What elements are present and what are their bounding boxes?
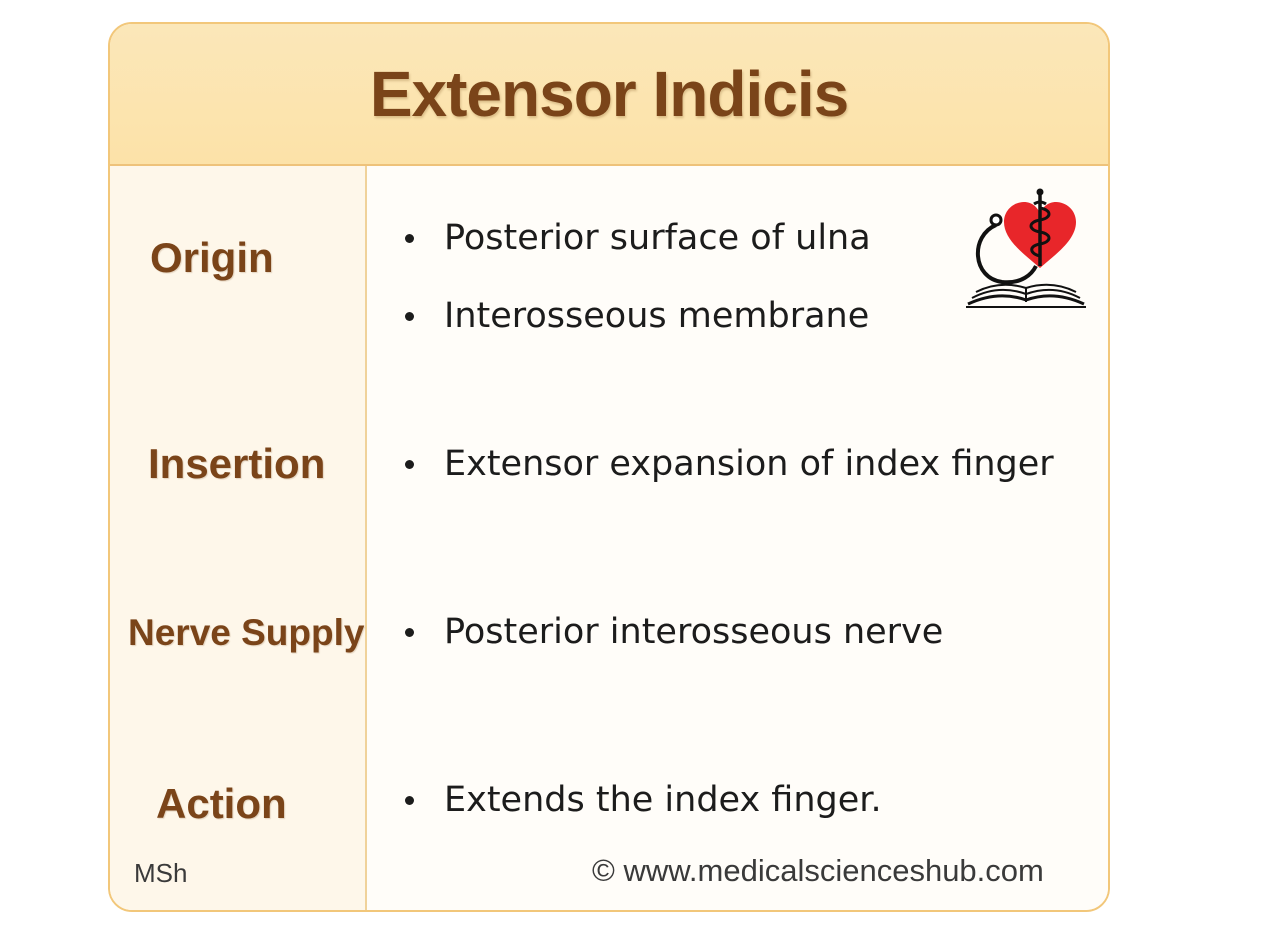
row-label-insertion: Insertion [148,440,326,487]
row-insertion: Insertion Extensor expansion of index fi… [110,388,1108,550]
content-cell: Extends the index finger. [367,716,1108,910]
site-mark: MSh [134,858,188,888]
list-item: Extends the index finger. [405,780,882,820]
list-item: Extensor expansion of index finger [405,444,1054,484]
heart-stethoscope-book-icon [966,188,1086,308]
bullet-icon [405,459,414,469]
bullet-icon [405,233,414,243]
bullet-icon [405,627,414,637]
label-cell: Insertion [110,388,367,548]
content-cell: Extensor expansion of index finger [367,388,1108,548]
list-item-text: Posterior interosseous nerve [444,612,944,652]
copyright-notice: © www.medicalscienceshub.com [592,853,1044,888]
bullet-icon [405,311,414,321]
row-label-origin: Origin [150,234,274,281]
row-origin: Origin Posterior surface of ulna Interos… [110,166,1108,390]
label-cell: Action [110,716,367,910]
list-item-text: Posterior surface of ulna [444,218,871,258]
bullet-icon [405,795,414,805]
label-cell: Origin [110,166,367,388]
label-cell: Nerve Supply [110,548,367,716]
card-title: Extensor Indicis [369,58,849,130]
anatomy-card: Extensor Indicis Origin Posterior surfac… [108,22,1110,912]
list-item: Posterior interosseous nerve [405,612,943,652]
title-bar: Extensor Indicis [110,24,1108,166]
list-item-text: Extends the index finger. [444,780,882,820]
row-label-nerve-supply: Nerve Supply [128,612,365,653]
list-item: Interosseous membrane [405,296,869,336]
row-label-action: Action [156,780,287,827]
list-item: Posterior surface of ulna [405,218,871,258]
row-action: Action Extends the index finger. [110,716,1108,910]
content-cell: Posterior interosseous nerve [367,548,1108,716]
row-nerve-supply: Nerve Supply Posterior interosseous nerv… [110,548,1108,718]
list-item-text: Interosseous membrane [444,296,870,336]
list-item-text: Extensor expansion of index finger [444,444,1054,484]
content-cell: Posterior surface of ulna Interosseous m… [367,166,1108,388]
